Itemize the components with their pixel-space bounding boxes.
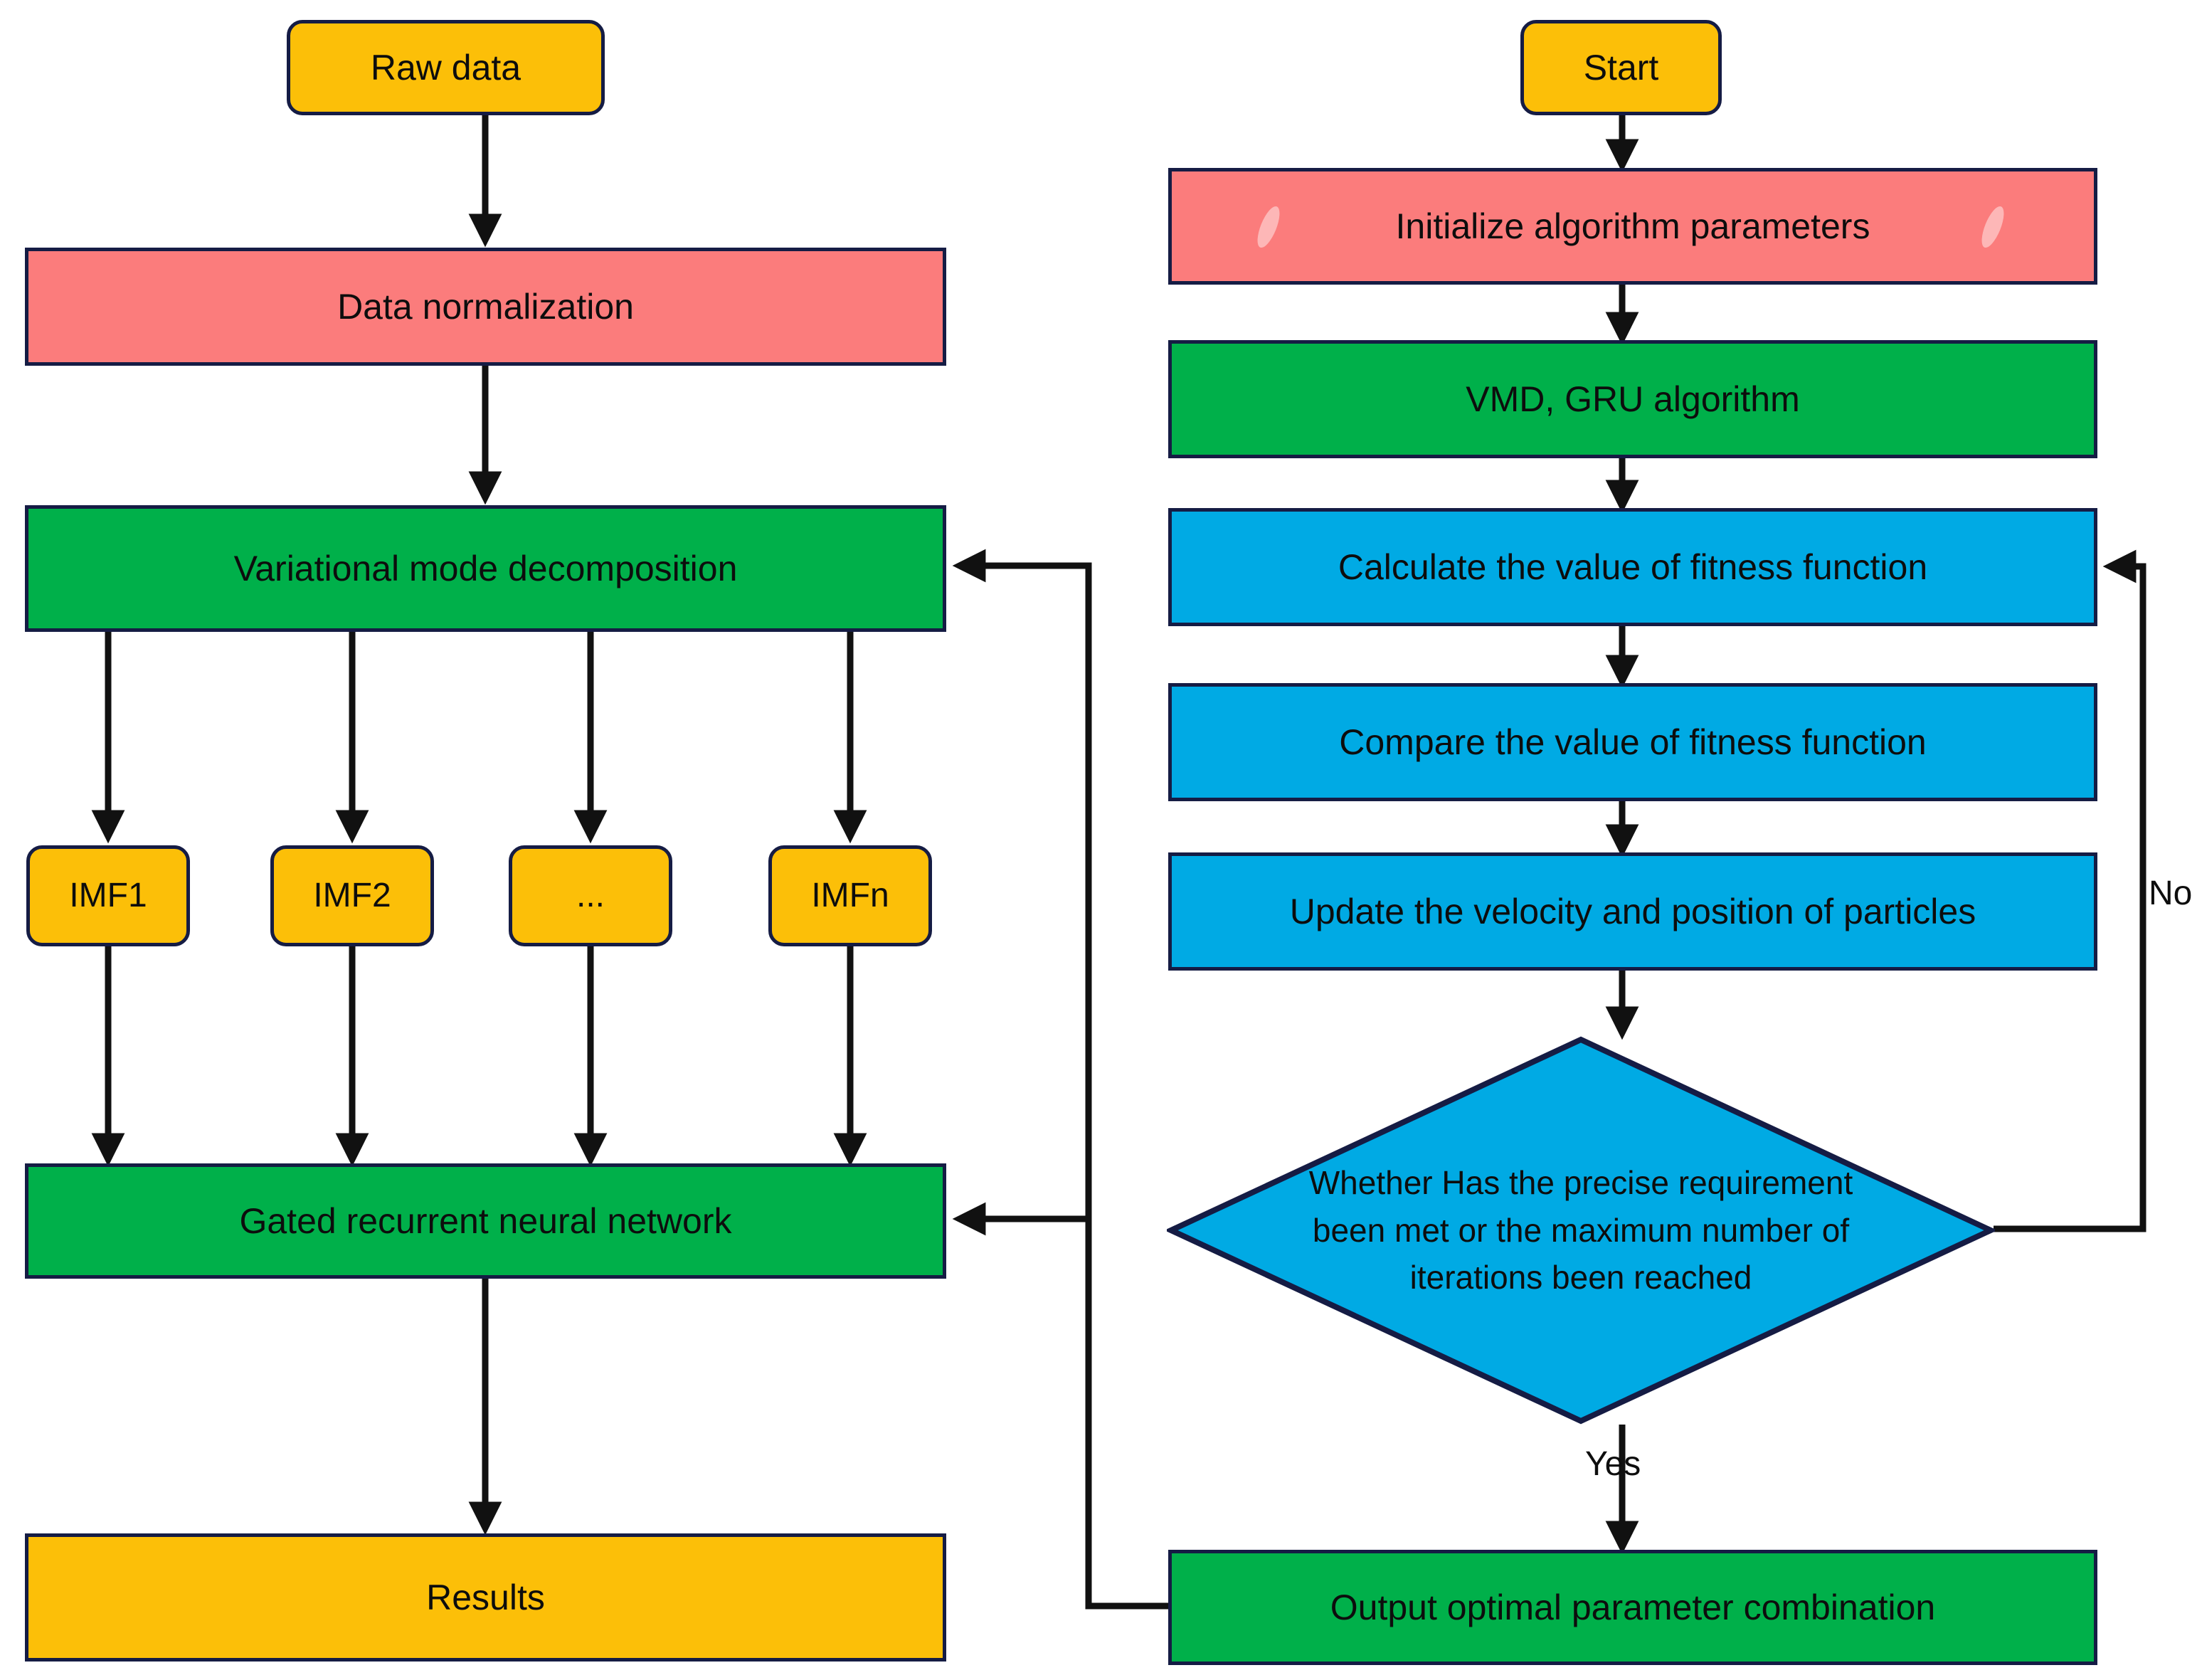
node-imf2[interactable]: IMF2 xyxy=(270,845,434,946)
node-decision-diamond[interactable]: Whether Has the precise requirement been… xyxy=(1167,1035,1995,1425)
edge-label-yes: Yes xyxy=(1585,1445,1641,1483)
node-imf2-label: IMF2 xyxy=(313,877,391,915)
node-variational-mode-decomposition[interactable]: Variational mode decomposition xyxy=(25,505,946,632)
node-initialize-algorithm-parameters[interactable]: Initialize algorithm parameters xyxy=(1168,168,2097,285)
edge-output-to-vmd xyxy=(952,549,1092,1219)
node-vmd-gru-label: VMD, GRU algorithm xyxy=(1466,379,1800,419)
node-start[interactable]: Start xyxy=(1520,20,1722,115)
node-raw-data-label: Raw data xyxy=(370,48,522,88)
node-update-particles[interactable]: Update the velocity and position of part… xyxy=(1168,852,2097,971)
node-vmd-gru-algorithm[interactable]: VMD, GRU algorithm xyxy=(1168,340,2097,458)
node-compare-fitness-label: Compare the value of fitness function xyxy=(1339,722,1927,762)
node-calculate-fitness-label: Calculate the value of fitness function xyxy=(1338,547,1928,587)
node-output-optimal-label: Output optimal parameter combination xyxy=(1330,1587,1936,1627)
node-results[interactable]: Results xyxy=(25,1533,946,1661)
node-results-label: Results xyxy=(426,1578,545,1617)
node-compare-fitness[interactable]: Compare the value of fitness function xyxy=(1168,683,2097,801)
node-gated-recurrent-neural-network[interactable]: Gated recurrent neural network xyxy=(25,1163,946,1279)
node-calculate-fitness[interactable]: Calculate the value of fitness function xyxy=(1168,508,2097,626)
node-init-params-label: Initialize algorithm parameters xyxy=(1395,206,1870,246)
node-imfn[interactable]: IMFn xyxy=(768,845,932,946)
node-imf-ellipsis[interactable]: ... xyxy=(509,845,672,946)
node-imf1[interactable]: IMF1 xyxy=(26,845,190,946)
node-imf-ellipsis-label: ... xyxy=(576,877,605,915)
node-vmd-label: Variational mode decomposition xyxy=(233,549,738,588)
node-raw-data[interactable]: Raw data xyxy=(287,20,605,115)
node-output-optimal-parameter-combination[interactable]: Output optimal parameter combination xyxy=(1168,1550,2097,1665)
node-update-particles-label: Update the velocity and position of part… xyxy=(1289,892,1976,931)
edge-output-to-gru xyxy=(952,1202,1168,1610)
node-data-normalization[interactable]: Data normalization xyxy=(25,248,946,366)
node-imfn-label: IMFn xyxy=(811,877,889,915)
node-gru-label: Gated recurrent neural network xyxy=(239,1201,732,1241)
node-start-label: Start xyxy=(1583,48,1659,88)
node-imf1-label: IMF1 xyxy=(69,877,147,915)
decision-diamond-shape xyxy=(1167,1036,1995,1425)
edge-label-no: No xyxy=(2149,875,2193,912)
node-data-normalization-label: Data normalization xyxy=(337,287,634,327)
